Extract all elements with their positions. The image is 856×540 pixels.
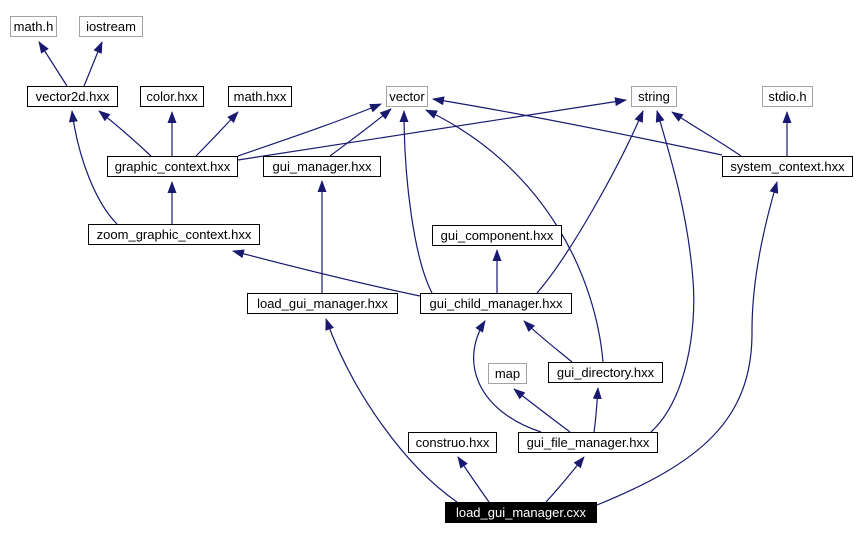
node-construo_hxx[interactable]: construo.hxx xyxy=(408,432,497,453)
node-label: graphic_context.hxx xyxy=(114,159,231,174)
node-label: math.h xyxy=(13,19,54,34)
node-vector[interactable]: vector xyxy=(386,86,428,107)
edge-load_gui_manager_cxx-to-construo_hxx xyxy=(457,456,490,503)
node-map[interactable]: map xyxy=(488,363,527,384)
edge-gui_child_manager_hxx-to-vector xyxy=(399,110,433,294)
node-gui_component_hxx[interactable]: gui_component.hxx xyxy=(432,225,562,246)
edge-gui_directory_hxx-to-gui_child_manager_hxx xyxy=(523,320,573,363)
edge-zoom_graphic_context_hxx-to-vector2d_hxx xyxy=(68,110,118,225)
node-math_h[interactable]: math.h xyxy=(10,16,57,37)
edge-system_context_hxx-to-vector xyxy=(432,96,723,156)
edge-graphic_context_hxx-to-vector xyxy=(237,103,382,157)
node-label: zoom_graphic_context.hxx xyxy=(96,227,252,242)
node-label: gui_directory.hxx xyxy=(556,365,655,380)
node-label: string xyxy=(638,89,670,104)
node-label: gui_child_manager.hxx xyxy=(429,296,563,311)
node-label: vector xyxy=(389,89,425,104)
edge-graphic_context_hxx-to-vector2d_hxx xyxy=(98,110,152,157)
edge-gui_child_manager_hxx-to-string xyxy=(536,110,644,294)
node-label: color.hxx xyxy=(146,89,198,104)
edge-gui_manager_hxx-to-vector xyxy=(329,108,392,157)
edge-vector2d_hxx-to-iostream xyxy=(83,41,103,87)
node-label: gui_file_manager.hxx xyxy=(526,435,650,450)
node-graphic_context_hxx[interactable]: graphic_context.hxx xyxy=(107,156,238,177)
edge-load_gui_manager_cxx-to-load_gui_manager_hxx xyxy=(325,318,458,503)
edge-gui_file_manager_hxx-to-gui_directory_hxx xyxy=(592,387,602,433)
node-load_gui_manager_cxx: load_gui_manager.cxx xyxy=(445,502,597,523)
node-iostream[interactable]: iostream xyxy=(79,16,143,37)
node-label: vector2d.hxx xyxy=(35,89,110,104)
node-gui_file_manager_hxx[interactable]: gui_file_manager.hxx xyxy=(518,432,658,453)
edge-graphic_context_hxx-to-math_hxx xyxy=(195,111,239,157)
node-label: load_gui_manager.hxx xyxy=(257,296,388,311)
node-label: system_context.hxx xyxy=(730,159,845,174)
edge-graphic_context_hxx-to-string xyxy=(237,97,627,161)
node-gui_manager_hxx[interactable]: gui_manager.hxx xyxy=(263,156,381,177)
node-system_context_hxx[interactable]: system_context.hxx xyxy=(722,156,853,177)
node-label: construo.hxx xyxy=(415,435,490,450)
node-label: gui_component.hxx xyxy=(440,228,554,243)
node-vector2d_hxx[interactable]: vector2d.hxx xyxy=(27,86,118,107)
node-string[interactable]: string xyxy=(631,86,677,107)
node-math_hxx[interactable]: math.hxx xyxy=(228,86,292,107)
edge-system_context_hxx-to-string xyxy=(671,111,742,157)
node-label: load_gui_manager.cxx xyxy=(455,505,587,520)
edge-gui_file_manager_hxx-to-string xyxy=(650,110,695,433)
node-zoom_graphic_context_hxx[interactable]: zoom_graphic_context.hxx xyxy=(88,224,260,245)
edge-load_gui_manager_cxx-to-system_context_hxx xyxy=(596,181,779,506)
node-label: iostream xyxy=(86,19,136,34)
node-label: map xyxy=(494,366,521,381)
node-load_gui_manager_hxx[interactable]: load_gui_manager.hxx xyxy=(247,293,398,314)
node-stdio_h[interactable]: stdio.h xyxy=(762,86,813,107)
node-gui_child_manager_hxx[interactable]: gui_child_manager.hxx xyxy=(420,293,572,314)
edge-gui_file_manager_hxx-to-gui_child_manager_hxx xyxy=(473,320,542,433)
edge-gui_child_manager_hxx-to-zoom_graphic_context_hxx xyxy=(232,249,421,297)
node-label: stdio.h xyxy=(768,89,807,104)
node-gui_directory_hxx[interactable]: gui_directory.hxx xyxy=(548,362,663,383)
edge-gui_file_manager_hxx-to-map xyxy=(513,388,571,433)
edge-load_gui_manager_cxx-to-gui_file_manager_hxx xyxy=(545,456,585,503)
node-color_hxx[interactable]: color.hxx xyxy=(140,86,204,107)
node-label: gui_manager.hxx xyxy=(272,159,372,174)
edge-vector2d_hxx-to-math_h xyxy=(38,41,68,87)
node-label: math.hxx xyxy=(233,89,287,104)
